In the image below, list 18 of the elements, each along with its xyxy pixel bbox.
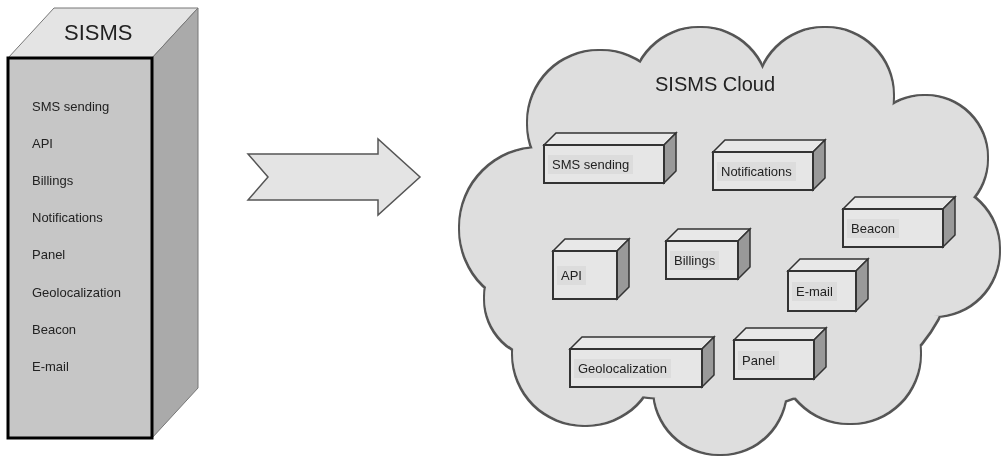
module-label: Beacon <box>847 219 900 238</box>
module-label: Billings <box>670 251 720 270</box>
feature-item: SMS sending <box>32 99 110 114</box>
module-label: SMS sending <box>548 155 634 174</box>
feature-item: API <box>32 136 53 152</box>
feature-item: Geolocalization <box>32 284 121 300</box>
feature-item: E-mail <box>32 358 69 374</box>
module-label: Notifications <box>717 162 796 181</box>
feature-item: Panel <box>32 247 66 263</box>
block-title: SISMS <box>64 20 133 46</box>
feature-item: Billings <box>32 173 74 189</box>
module-label: E-mail <box>792 282 837 301</box>
feature-item: Notifications <box>32 210 103 226</box>
block-arrow <box>246 137 422 217</box>
feature-item: Beacon <box>32 321 77 337</box>
cloud-title: SISMS Cloud <box>655 73 776 96</box>
module-label: Geolocalization <box>574 359 671 378</box>
module-label: API <box>557 266 586 285</box>
